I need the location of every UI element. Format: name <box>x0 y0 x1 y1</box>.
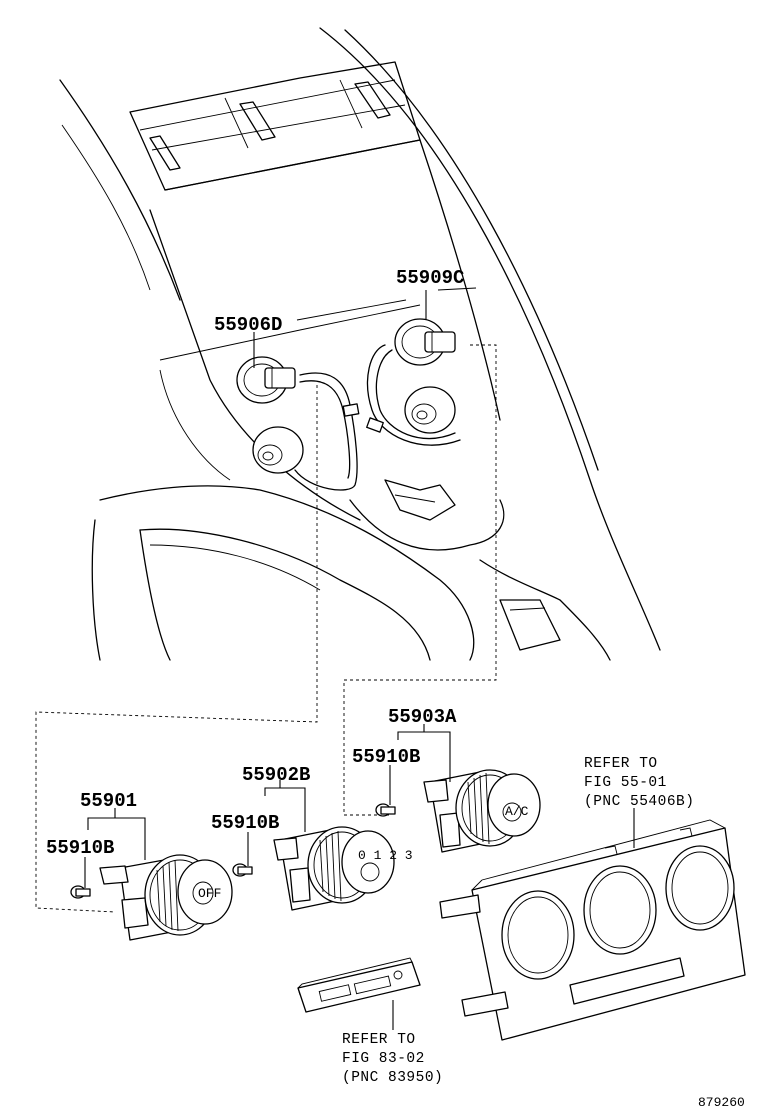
ref1-line3: (PNC 55406B) <box>584 794 694 810</box>
label-55910b-upper: 55910B <box>352 746 420 768</box>
control-knob-55902b: 0 1 2 3 <box>273 826 413 911</box>
ref1-line2: FIG 55-01 <box>584 775 667 791</box>
label-55910b-lower: 55910B <box>46 837 114 859</box>
label-55902b: 55902B <box>242 764 310 786</box>
label-55910b-middle: 55910B <box>211 812 279 834</box>
reference-note-83950: REFER TO FIG 83-02 (PNC 83950) <box>342 1032 443 1086</box>
svg-text:OFF: OFF <box>198 886 221 901</box>
ref2-line1: REFER TO <box>342 1032 416 1048</box>
label-55901: 55901 <box>80 790 137 812</box>
console-outline <box>59 27 661 661</box>
reference-note-55406b: REFER TO FIG 55-01 (PNC 55406B) <box>584 756 694 810</box>
switch-unit <box>297 957 421 1013</box>
label-55903a: 55903A <box>388 706 457 728</box>
dashed-guides <box>35 287 497 913</box>
control-knob-55901: OFF <box>99 854 233 941</box>
label-55906d: 55906D <box>214 314 282 336</box>
control-knob-55903a: A/C <box>423 769 541 853</box>
wire-harness <box>294 344 461 491</box>
ref2-line2: FIG 83-02 <box>342 1051 425 1067</box>
heater-bezel-panel <box>439 819 746 1041</box>
screw-55903a <box>375 803 396 817</box>
harness-knob-right-top <box>394 318 456 366</box>
harness-knob-left-bottom <box>252 426 304 474</box>
svg-text:0 1 2 3: 0 1 2 3 <box>358 848 413 863</box>
diagram-code: 879260 <box>698 1095 745 1110</box>
screw-55901 <box>70 885 91 899</box>
svg-text:A/C: A/C <box>505 804 529 819</box>
ref1-line1: REFER TO <box>584 756 658 772</box>
harness-knob-right-bottom <box>404 386 456 434</box>
ref2-line3: (PNC 83950) <box>342 1070 443 1086</box>
screw-55902b <box>232 863 253 877</box>
leader-lines <box>84 290 635 1030</box>
label-55909c: 55909C <box>396 267 464 289</box>
harness-knob-left-top <box>236 356 296 404</box>
